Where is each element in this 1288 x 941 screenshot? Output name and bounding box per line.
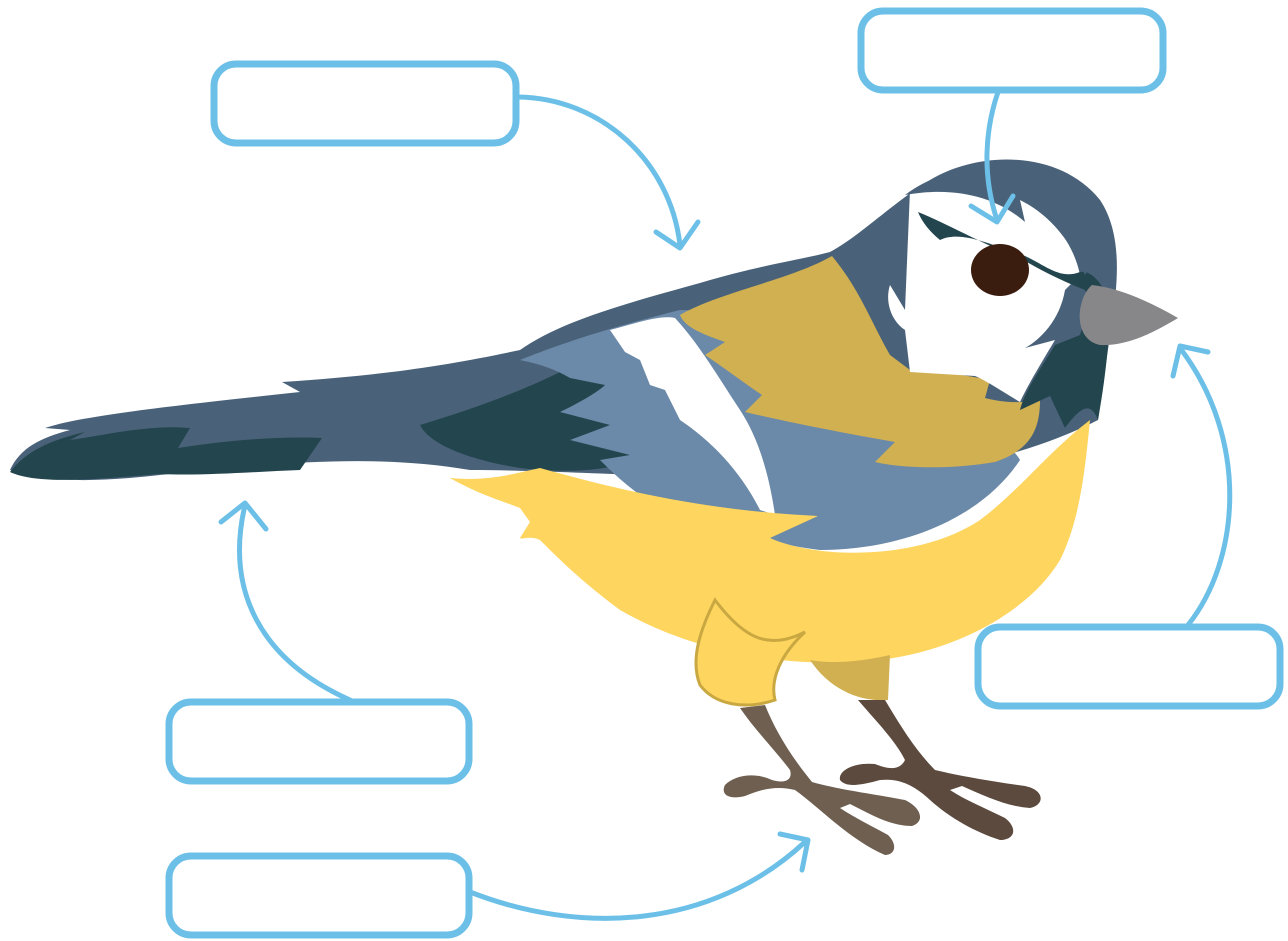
bird-thigh <box>810 655 890 700</box>
bird-beak <box>1080 285 1178 345</box>
label-box-back[interactable] <box>214 64 516 143</box>
label-box-beak[interactable] <box>978 627 1280 706</box>
arrow-beak <box>1173 346 1230 625</box>
arrow-back <box>518 97 698 248</box>
arrow-tail <box>221 503 350 700</box>
bird-eye <box>971 244 1029 296</box>
arrow-feet <box>470 834 808 918</box>
label-box-eye[interactable] <box>861 11 1163 90</box>
label-box-tail[interactable] <box>169 702 469 781</box>
label-box-feet[interactable] <box>169 856 469 935</box>
bird-leg-front <box>840 700 1041 840</box>
